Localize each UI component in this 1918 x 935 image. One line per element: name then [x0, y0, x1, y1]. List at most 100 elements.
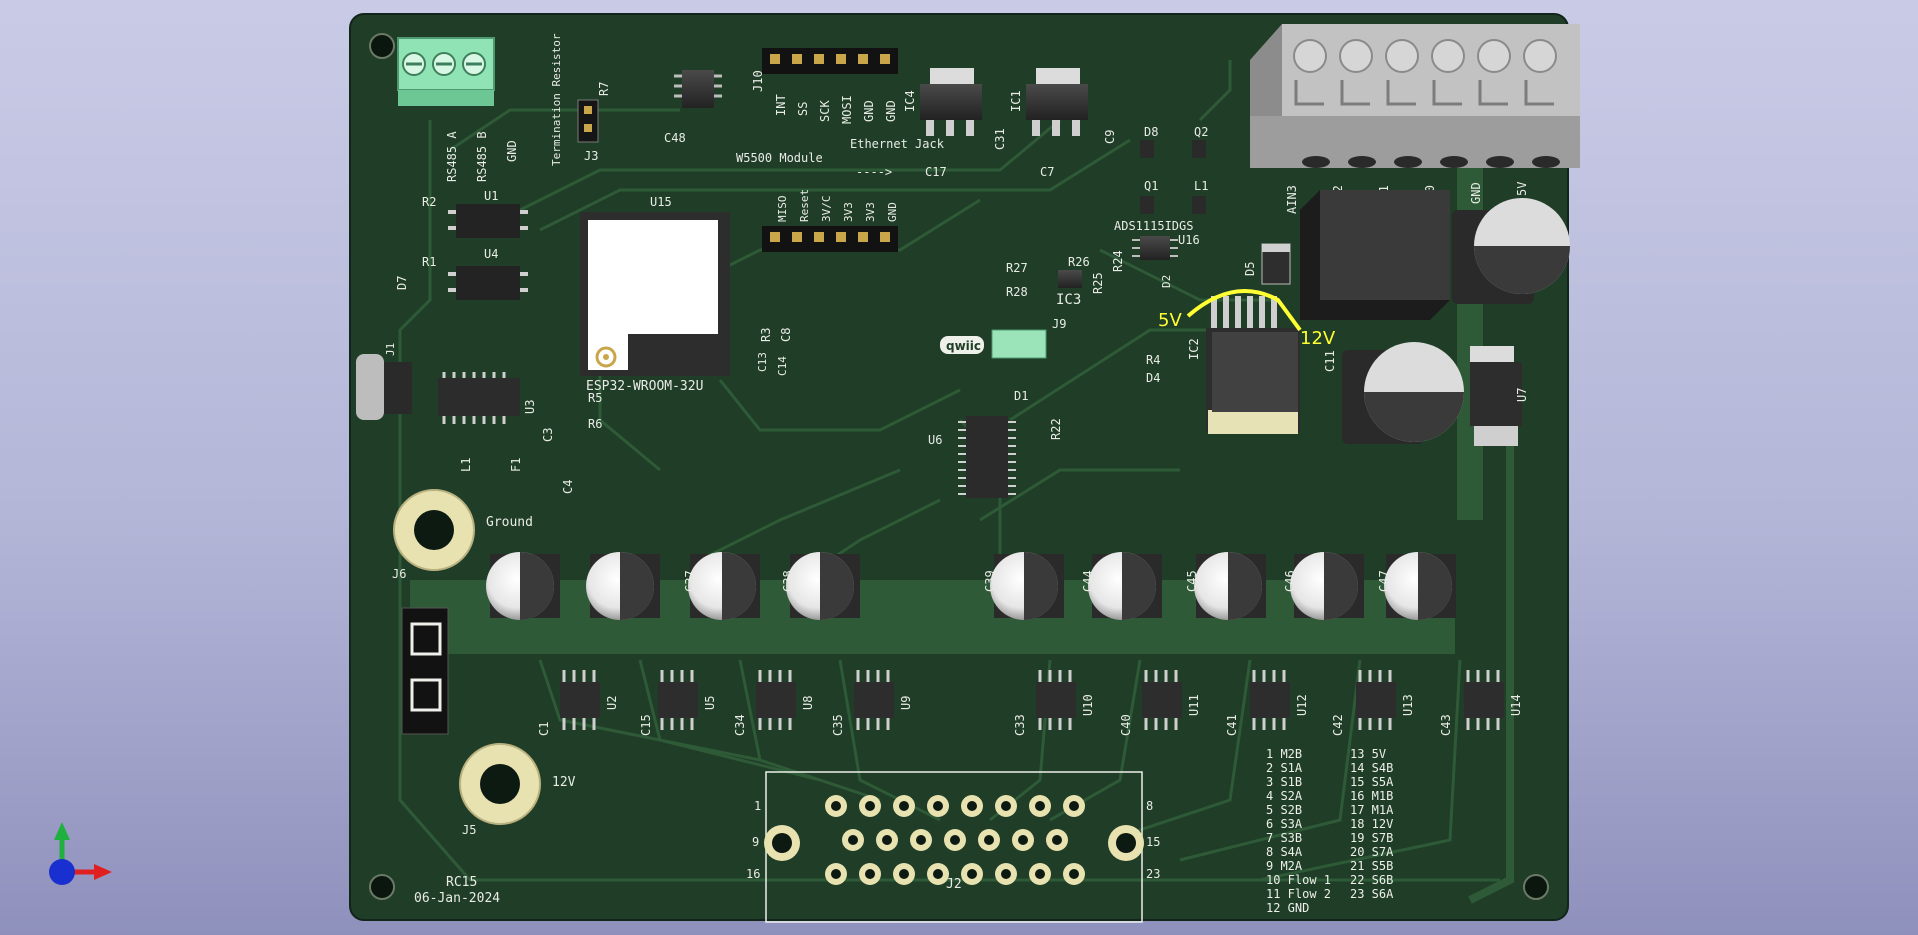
rs485-pin-a-label: RS485 A	[445, 131, 459, 182]
c6-ref: C8	[779, 328, 793, 342]
electrolytic-cap-top	[1452, 198, 1570, 304]
j2-pin-1: 1	[754, 799, 761, 813]
r3-ref: R4	[1146, 353, 1160, 367]
driver-u13	[1356, 670, 1396, 730]
j3-ref: J3	[584, 149, 598, 163]
c11-ref: C14	[776, 356, 789, 376]
db23-connector-j2[interactable]	[764, 771, 1144, 923]
j10-top-header[interactable]	[762, 48, 898, 74]
j2-pin-8: 8	[1146, 799, 1153, 813]
ads1115-chip	[1132, 236, 1178, 260]
u12-ref: U12	[1295, 694, 1309, 716]
r28-ref: R28	[1006, 285, 1028, 299]
power-label-12v: 12V	[1300, 328, 1336, 349]
cap-c46	[1290, 552, 1364, 620]
c41-ref: C41	[1225, 714, 1239, 736]
esp32-label: ESP32-WROOM-32U	[586, 379, 703, 394]
pinout-left-12: 12 GND	[1266, 901, 1309, 915]
ic3-ref: IC3	[1056, 292, 1081, 308]
analog-terminal-block[interactable]	[1250, 24, 1580, 168]
cap-c47	[1384, 552, 1456, 620]
d8-ref: L1	[1194, 179, 1208, 193]
c40-ref: C40	[1119, 714, 1133, 736]
d7-ref: Q2	[1194, 125, 1208, 139]
r5-ref: R5	[588, 391, 602, 405]
pinout-right-13: 13 5V	[1350, 747, 1386, 761]
j10-pin-reset: Reset	[798, 189, 811, 222]
j10-pin-sck: SCK	[818, 100, 832, 122]
pinout-left-10: 10 Flow 1	[1266, 873, 1331, 887]
pinout-left-7: 7 S3B	[1266, 831, 1302, 845]
c46-ref: C46	[1283, 570, 1297, 592]
c37-ref: C37	[683, 570, 697, 592]
j5-12v-label: 12V	[552, 775, 576, 790]
driver-u5	[658, 670, 698, 730]
c48-ref: D2	[1160, 275, 1173, 288]
j5-ref: J5	[462, 823, 476, 837]
termination-jumper[interactable]	[577, 99, 599, 143]
u10-ref: U10	[1081, 694, 1095, 716]
u16-ref: U16	[1178, 233, 1200, 247]
r27-ref: R27	[1006, 261, 1028, 275]
pinout-right-15: 15 S5A	[1350, 775, 1394, 789]
ic-u1	[448, 204, 528, 238]
rs485-pin-b-label: RS485 B	[475, 131, 489, 182]
c39-ref: C39	[983, 570, 997, 592]
power-post-j5[interactable]	[459, 743, 541, 825]
j10-pin-ss: SS	[796, 102, 810, 116]
u4-ref: U4	[484, 247, 498, 261]
r25-ref: R25	[1091, 272, 1105, 294]
pinout-left-4: 4 S2A	[1266, 789, 1303, 803]
usb-connector-j1[interactable]	[356, 354, 412, 420]
q2-ref: F1	[509, 458, 523, 472]
board-date: 06-Jan-2024	[414, 891, 500, 906]
qwiic-logo	[940, 336, 984, 354]
driver-u11	[1142, 670, 1182, 730]
j10-pin-gnd3: GND	[886, 202, 899, 222]
c17-ref: C48	[664, 131, 686, 145]
j2-ref: J2	[946, 877, 962, 892]
rs485-terminal-block[interactable]	[397, 37, 495, 106]
driver-ic-row	[560, 670, 1504, 730]
ic-u6	[958, 416, 1016, 498]
u7-ref: U7	[1515, 388, 1529, 402]
rs485-gnd-label: GND	[505, 140, 519, 162]
j10-bottom-header[interactable]	[762, 226, 898, 252]
diodes-d5-d8	[1140, 140, 1206, 214]
cap-1	[486, 552, 560, 620]
u15-ref: U15	[650, 195, 672, 209]
c4-ref: C4	[561, 480, 575, 494]
cap-c37	[688, 552, 760, 620]
cap-c38	[786, 552, 860, 620]
u14-ref: U14	[1509, 694, 1523, 716]
inductor-l1	[1300, 190, 1450, 320]
pinout-right-22: 22 S6B	[1350, 873, 1393, 887]
pinout-left-6: 6 S3A	[1266, 817, 1303, 831]
regulator-ic2	[1206, 296, 1300, 434]
r6-ref: R6	[588, 417, 602, 431]
terminal-pin-5v: 5V	[1515, 182, 1529, 196]
j2-pin-16: 16	[746, 867, 760, 881]
j10-pin-3v3-b: 3V3	[864, 202, 877, 222]
pinout-legend: 1 M2B 2 S1A 3 S1B 4 S2A 5 S2B 6 S3A 7 S3…	[1266, 747, 1394, 915]
r4-ref: R3	[759, 328, 773, 342]
qwiic-connector[interactable]	[991, 329, 1047, 359]
ic-u3	[438, 372, 520, 424]
cap-c44	[1088, 552, 1162, 620]
u3-ref: U3	[523, 400, 537, 414]
pinout-right-16: 16 M1B	[1350, 789, 1393, 803]
axis-orientation-gizmo[interactable]	[49, 822, 112, 885]
c1-ref: C1	[537, 722, 551, 736]
q1-ref: L1	[459, 458, 473, 472]
j1-ref: J1	[384, 343, 397, 356]
j10-pin-3v3-a: 3V3	[842, 202, 855, 222]
fuse-f1	[401, 607, 449, 735]
driver-u9	[854, 670, 894, 730]
ground-post-j6[interactable]	[393, 489, 475, 571]
c9-ref: C13	[756, 352, 769, 372]
driver-u10	[1036, 670, 1076, 730]
pinout-right-23: 23 S6A	[1350, 887, 1394, 901]
pinout-left-9: 9 M2A	[1266, 859, 1303, 873]
u2-ref: U2	[605, 696, 619, 710]
